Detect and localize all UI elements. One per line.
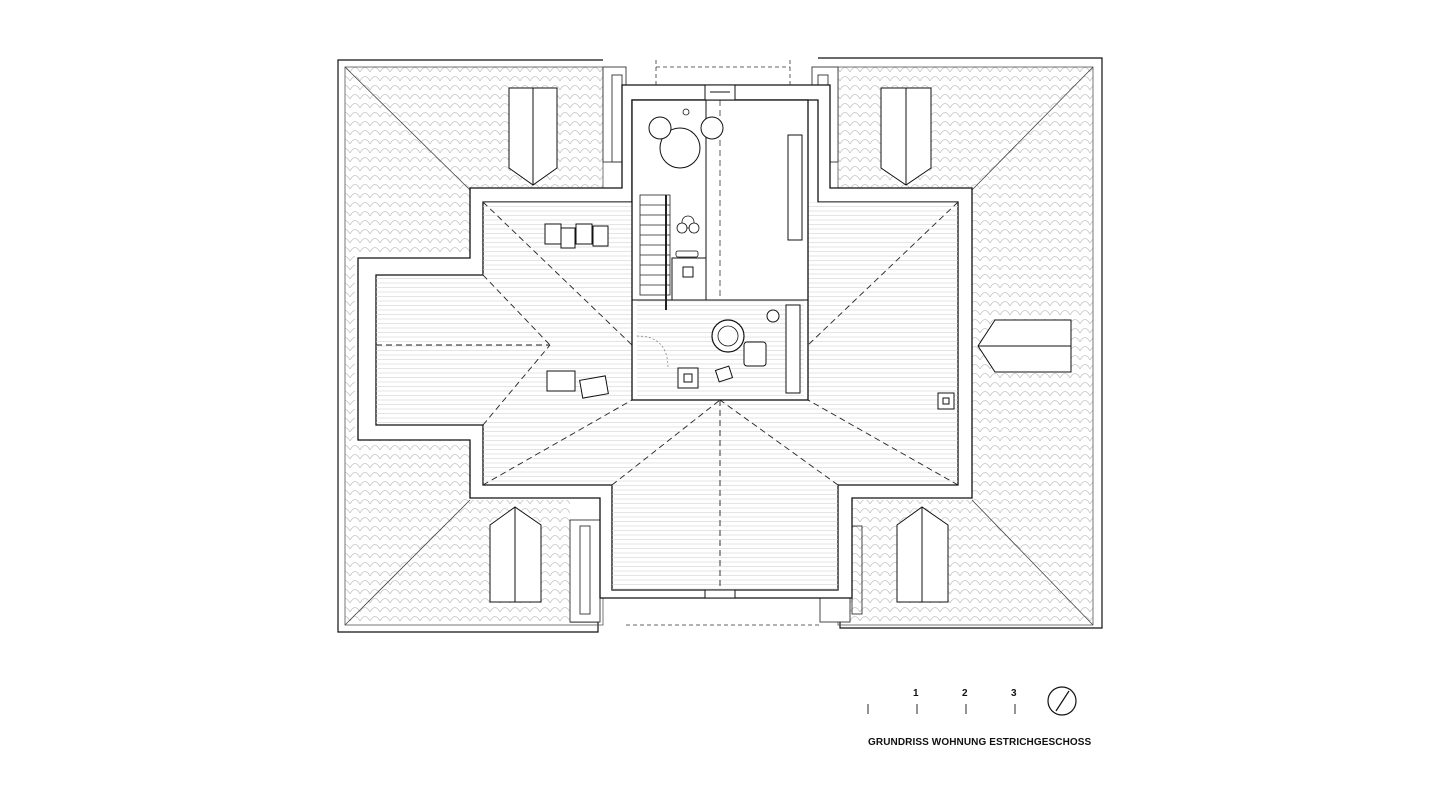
dormer-bottom-right <box>896 506 949 603</box>
dormer-right <box>977 319 1072 373</box>
north-arrow-icon <box>1047 686 1077 716</box>
dormer-top-left <box>508 87 558 186</box>
central-room <box>631 99 809 401</box>
roof-surface <box>337 57 1103 633</box>
timber-floor <box>376 201 959 590</box>
scale-label-2: 2 <box>962 688 968 699</box>
plant-icon <box>676 215 700 234</box>
scale-bar <box>867 704 1016 714</box>
scale-label-3: 3 <box>1011 688 1017 699</box>
dormer-top-right <box>880 87 932 186</box>
storage-boxes <box>544 223 609 249</box>
staircase <box>639 194 671 310</box>
scale-label-1: 1 <box>913 688 919 699</box>
dormer-bottom-left <box>489 506 542 603</box>
plan-caption: GRUNDRISS WOHNUNG ESTRICHGESCHOSS <box>868 737 1092 748</box>
